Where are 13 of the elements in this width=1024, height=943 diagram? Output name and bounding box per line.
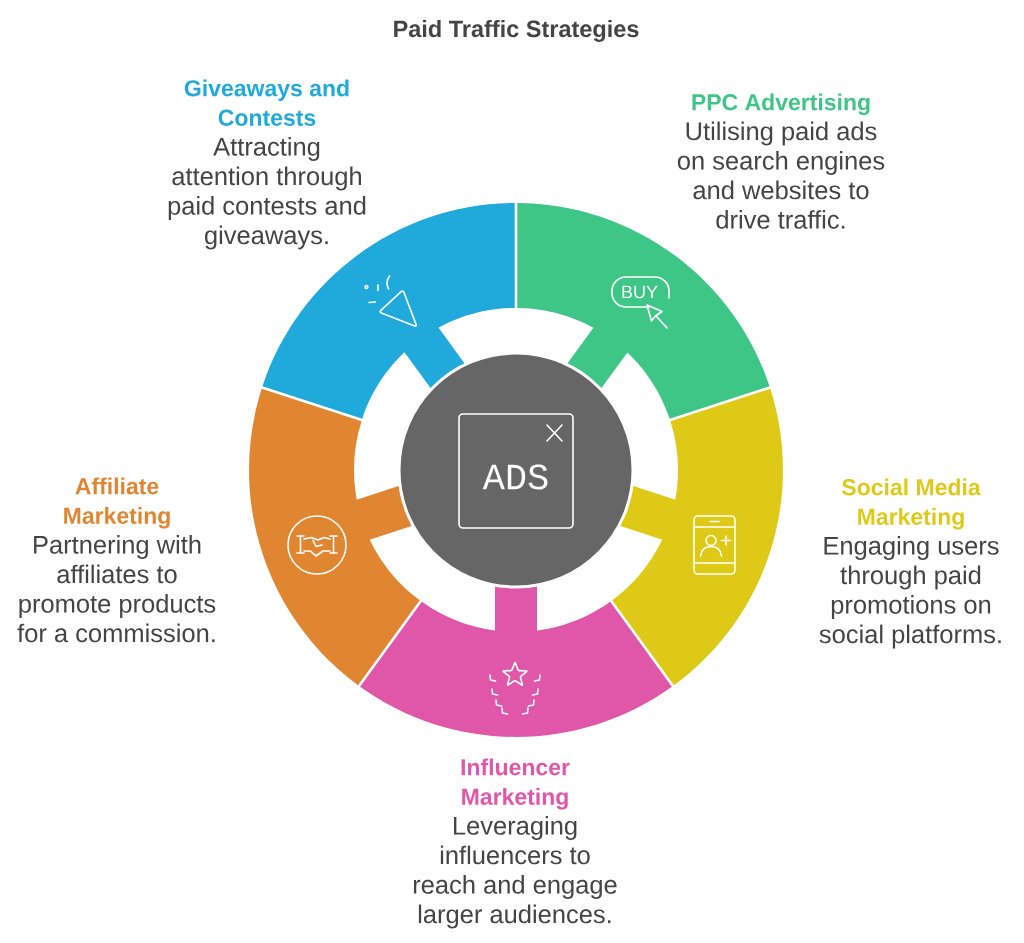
heading: Influencer Marketing (461, 758, 570, 810)
description: Engaging users through paid promotions on social platforms. (819, 536, 1001, 649)
heading: PPC Advertising (692, 93, 870, 116)
title: Paid Traffic Strategies (394, 19, 639, 42)
description: Partnering with affiliates to promote products for a commission. (17, 535, 216, 643)
icon-label: BUY (622, 285, 658, 299)
heading: Affiliate Marketing (64, 477, 170, 529)
description: Attracting attention through paid contests and giveaways. (168, 137, 366, 250)
description: Utilising paid ads on search engines and websites to drive traffic. (677, 121, 885, 229)
description: Leveraging influencers to reach and engage larger audiences. (413, 816, 617, 929)
icon-label: ADS (482, 464, 548, 490)
heading: Social Media Marketing (842, 478, 981, 530)
heading: Giveaways and Contests (184, 79, 349, 126)
